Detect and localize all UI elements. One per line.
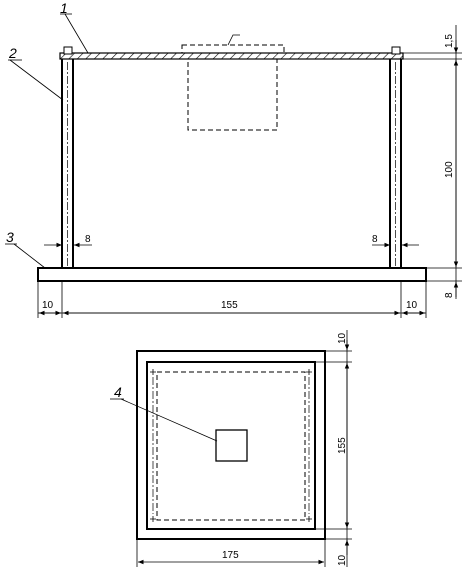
dim-overhang-right: 10 — [406, 300, 418, 311]
plan-center-device — [215, 429, 248, 462]
dim-plan-outer-width: 175 — [222, 550, 239, 561]
plan-dimensions: 10 155 10 175 — [136, 330, 352, 567]
dim-base-thickness: 8 — [444, 292, 455, 298]
dim-overhang-left: 10 — [42, 300, 54, 311]
front-view: 1 2 3 — [5, 0, 427, 282]
screw-right — [391, 46, 401, 55]
hidden-device — [181, 34, 285, 131]
dim-plan-inner-side: 155 — [337, 437, 348, 454]
label-part-4: 4 — [114, 384, 122, 400]
base-plate — [37, 267, 427, 282]
label-part-3: 3 — [6, 229, 14, 245]
dim-height: 100 — [444, 161, 455, 178]
right-wall — [389, 59, 402, 268]
front-horizontal-dimensions: 10 155 10 — [37, 281, 427, 318]
label-part-2: 2 — [8, 45, 17, 61]
plan-view: 4 — [110, 350, 326, 540]
left-wall — [61, 59, 74, 268]
wall-thickness-dimensions: 8 8 — [44, 234, 419, 248]
dim-top-thickness: 1,5 — [444, 34, 455, 48]
plan-inner-frame — [146, 361, 316, 530]
front-vertical-dimensions: 1,5 100 8 — [403, 25, 462, 299]
plan-outer-frame — [136, 350, 326, 540]
dim-inner-span: 155 — [221, 300, 238, 311]
dim-plan-top-margin: 10 — [337, 332, 348, 344]
dim-plan-bottom-margin: 10 — [337, 554, 348, 566]
plan-corner-marks — [150, 369, 312, 522]
label-part-1: 1 — [60, 0, 68, 16]
top-plate — [59, 52, 404, 60]
dim-wall-left: 8 — [85, 234, 91, 245]
screw-left — [63, 46, 73, 55]
dim-wall-right: 8 — [372, 234, 378, 245]
